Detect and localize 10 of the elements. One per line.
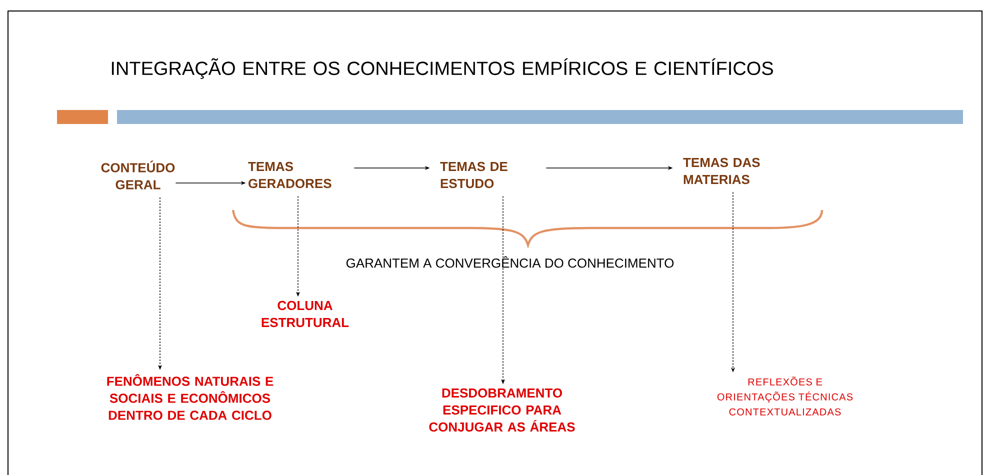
concept-label: TEMAS DE ESTUDO: [440, 162, 508, 188]
concept-label: CONTEÚDO GERAL: [101, 160, 175, 190]
outcome-label: FENÔMENOS NATURAIS E SOCIAIS E ECONÔMICOS DENTRO DE CADA CICLO: [107, 374, 274, 420]
concept-label: TEMAS GERADORES: [248, 162, 332, 188]
outcome-label: COLUNA ESTRUTURAL: [262, 300, 349, 328]
caption-text: GARANTEM A CONVERGÊNCIA DO CONHECIMENTO: [346, 256, 674, 268]
title: INTEGRAÇÃO ENTRE OS CONHECIMENTOS EMPÍRICOS E CIENTÍFICOS: [112, 58, 773, 79]
concept-label: TEMAS DAS MATERIAS: [683, 158, 760, 184]
outcome-label: REFLEXÕES E ORIENTAÇÕES TÉCNICAS CONTEXTUALIZADAS: [717, 376, 853, 416]
outcome-label: DESDOBRAMENTO ESPECIFICO PARA CONJUGAR AS ÁREAS: [429, 388, 575, 432]
